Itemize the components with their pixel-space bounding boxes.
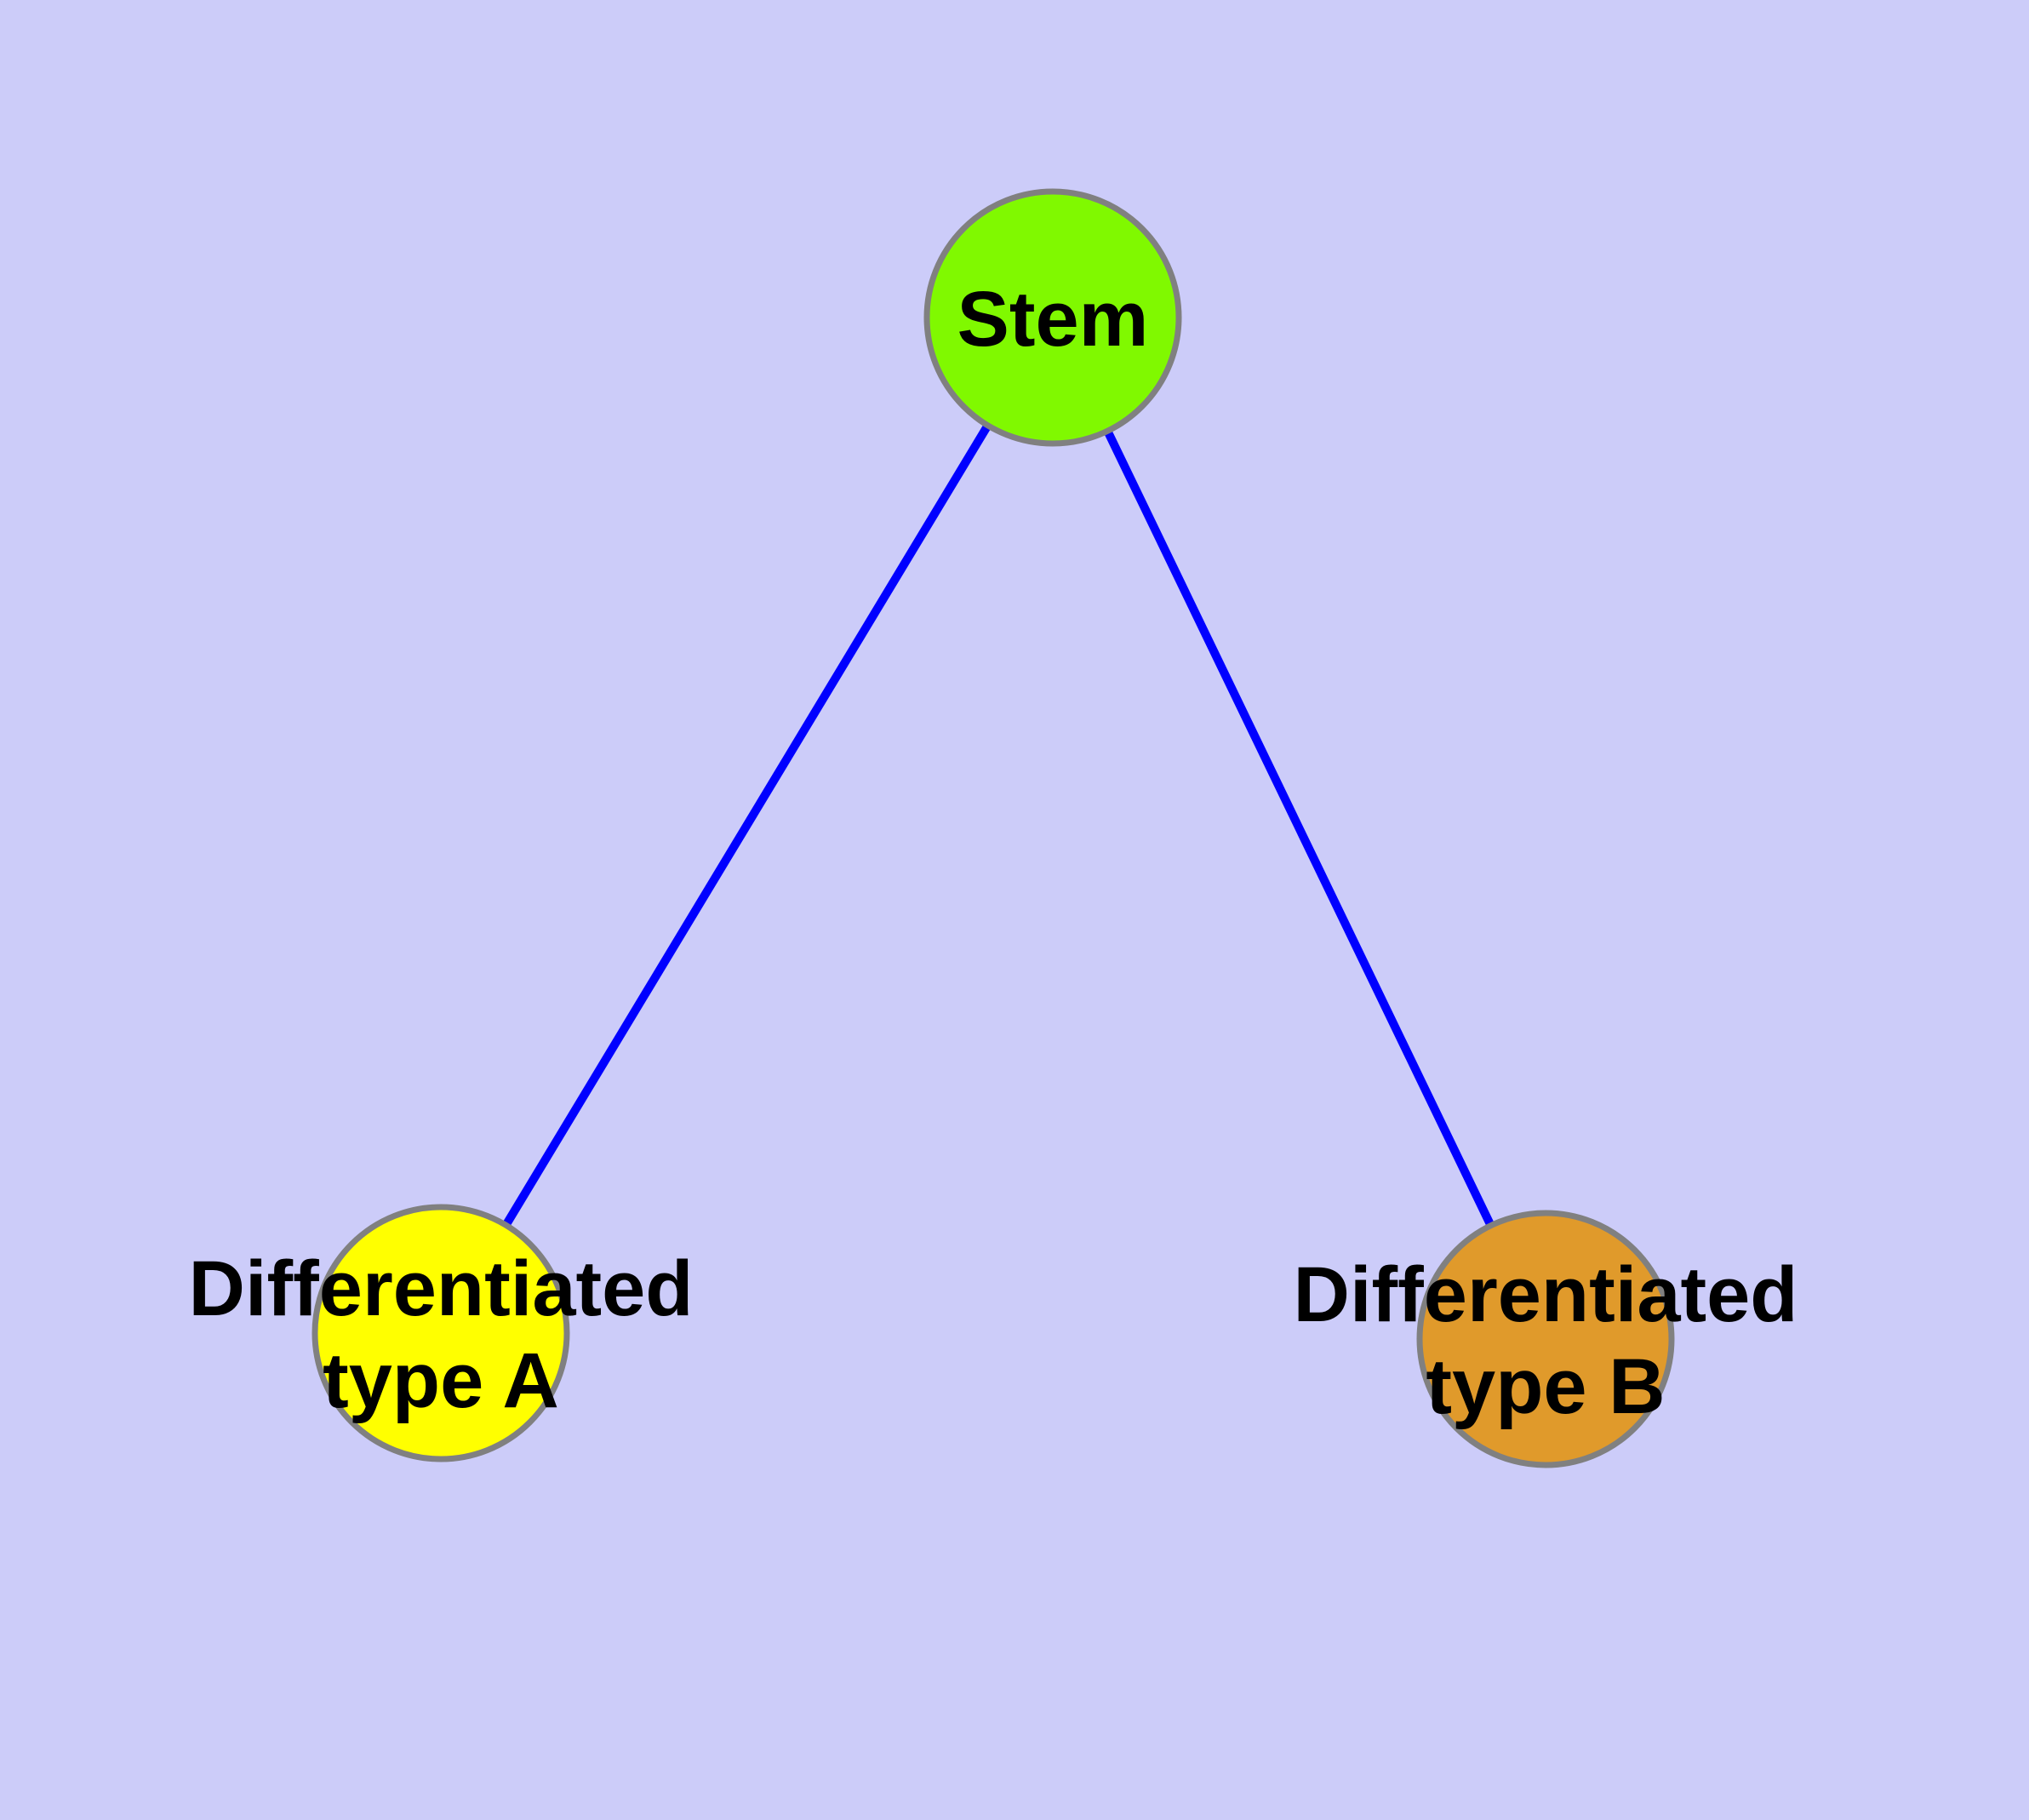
node-label-line: type B <box>1426 1343 1665 1430</box>
graph-edge-stem-to-a[interactable] <box>437 315 1057 1336</box>
graph-node-stem[interactable]: Stem <box>923 188 1182 447</box>
graph-edge-stem-to-b[interactable] <box>1049 315 1550 1342</box>
edge-layer <box>437 315 1550 1342</box>
node-label-line: Stem <box>957 276 1149 363</box>
node-circle-diff_a[interactable] <box>311 1204 570 1462</box>
node-label-line: Differentiated <box>1294 1251 1798 1338</box>
node-label-line: type A <box>323 1337 559 1424</box>
node-label-stem: Stem <box>957 276 1149 363</box>
node-label-line: Differentiated <box>189 1245 694 1332</box>
node-circle-diff_b[interactable] <box>1416 1210 1675 1468</box>
node-circle-stem[interactable] <box>923 188 1182 447</box>
